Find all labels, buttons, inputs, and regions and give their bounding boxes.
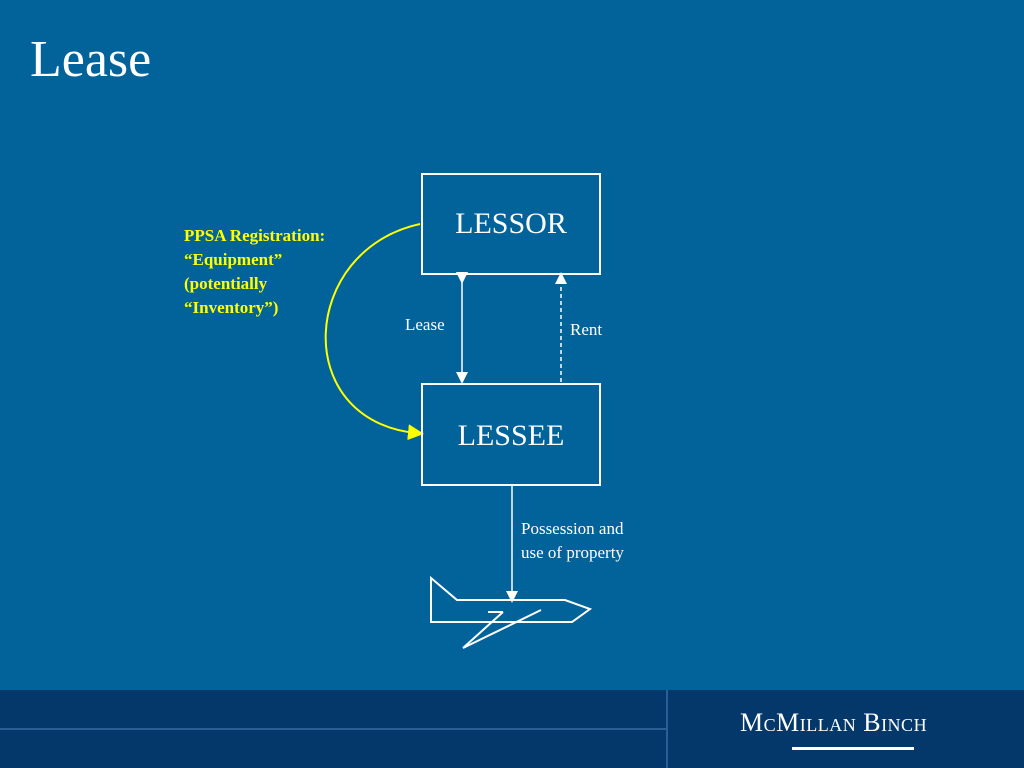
company-logo: McMillan Binch bbox=[740, 708, 928, 737]
lessor-box: LESSOR bbox=[421, 173, 601, 275]
possession-line-1: Possession and bbox=[521, 519, 624, 538]
footer-divider-vertical bbox=[666, 690, 668, 768]
footer-divider-horizontal bbox=[0, 728, 666, 730]
ppsa-line: (potentially bbox=[184, 274, 268, 293]
possession-label: Possession and use of property bbox=[521, 517, 624, 565]
rent-label: Rent bbox=[570, 320, 603, 339]
lessee-box: LESSEE bbox=[421, 383, 601, 486]
possession-line-2: use of property bbox=[521, 543, 624, 562]
ppsa-line: “Equipment” bbox=[184, 250, 283, 269]
airplane-icon bbox=[430, 575, 593, 649]
ppsa-registration-note: PPSA Registration: “Equipment” (potentia… bbox=[184, 224, 325, 320]
lessor-label: LESSOR bbox=[455, 207, 567, 240]
lessee-label: LESSEE bbox=[457, 419, 565, 452]
lease-label: Lease bbox=[405, 315, 445, 334]
ppsa-curve-arrow bbox=[324, 223, 424, 441]
ppsa-line: PPSA Registration: bbox=[184, 226, 326, 245]
footer-band bbox=[0, 690, 1024, 768]
slide-title: Lease bbox=[30, 31, 152, 88]
ppsa-line: “Inventory”) bbox=[184, 298, 279, 317]
logo-underline bbox=[792, 747, 914, 750]
